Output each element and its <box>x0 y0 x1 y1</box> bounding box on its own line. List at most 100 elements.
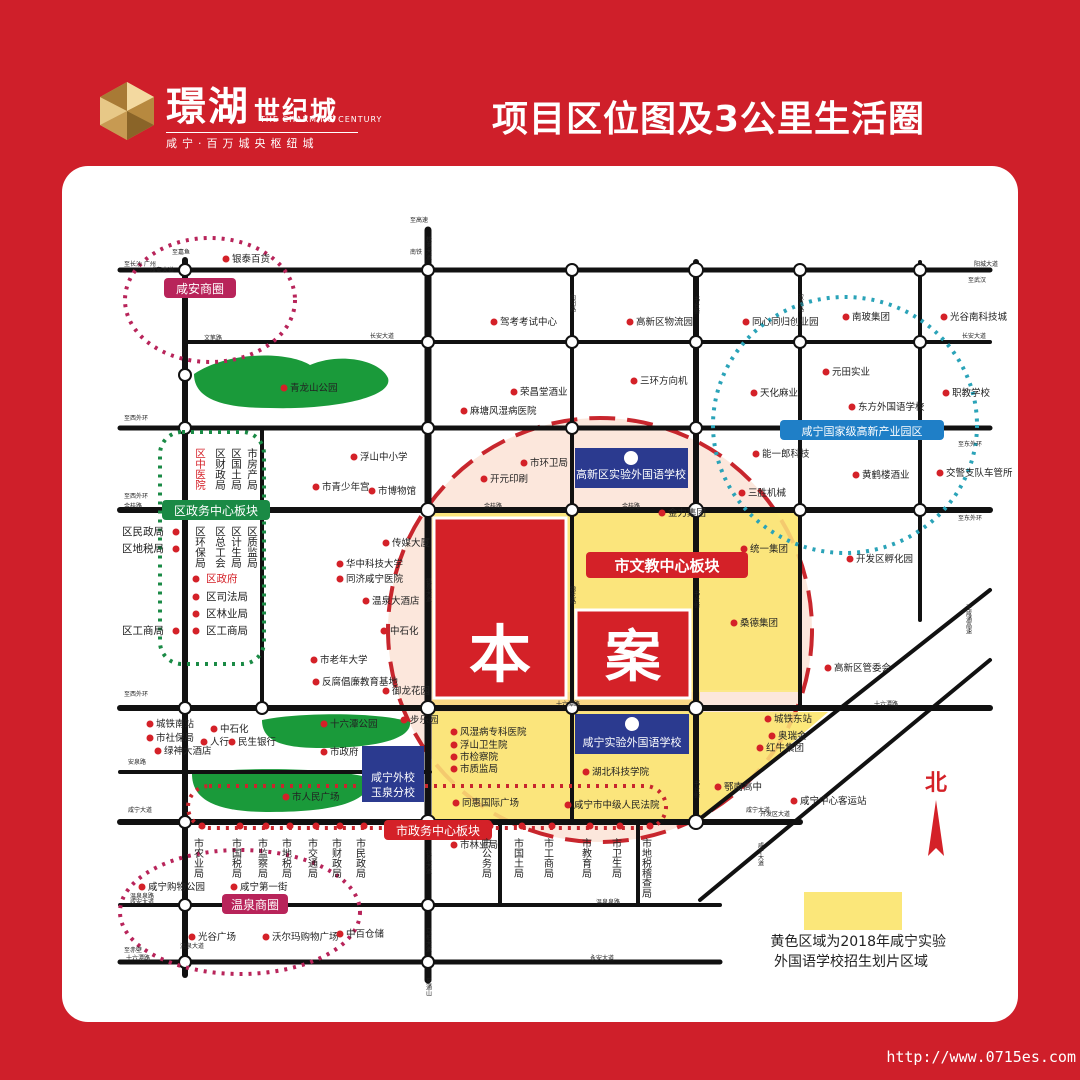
road-label: 至西外环 <box>124 414 148 422</box>
road-label: 咸宁大道 <box>757 841 764 867</box>
place-label: 元田实业 <box>832 366 870 378</box>
road-label: 咸安大道 <box>130 898 154 906</box>
xianan-shangquan-label: 咸安商圈 <box>176 281 224 296</box>
place-label: 中石化 <box>390 625 419 637</box>
project-block-1[interactable] <box>432 516 568 700</box>
office-marker <box>616 822 624 830</box>
district-office-label: 区民政局 <box>122 525 164 538</box>
office-marker <box>336 822 344 830</box>
office-marker <box>486 822 494 830</box>
road-label: 至东外环 <box>958 440 982 448</box>
place-label: 青龙山公园 <box>290 382 338 394</box>
place-marker <box>848 403 856 411</box>
city-office-label: 市卫生局 <box>610 837 622 879</box>
place-marker <box>450 753 458 761</box>
place-label: 市老年大学 <box>320 654 368 666</box>
road-label: 永安大道 <box>590 954 614 962</box>
road-label: 长安大道 <box>370 332 394 340</box>
place-marker <box>228 738 236 746</box>
road-label: 十六潭路 <box>874 700 898 708</box>
office-marker <box>192 610 200 618</box>
project-char-1: 本 <box>469 618 531 691</box>
city-office-label: 市农业局 <box>192 837 204 879</box>
places: 银泰百货驾考考试中心高新区物流园同心同归创业园南玻集团光谷南科技城荣昌堂酒业三环… <box>138 253 1013 943</box>
project-block-2[interactable] <box>574 608 692 700</box>
road-label: 金桂路 <box>124 502 142 510</box>
office-marker <box>360 822 368 830</box>
place-marker <box>790 797 798 805</box>
place-marker <box>510 388 518 396</box>
place-label: 传媒大厦 <box>392 537 431 549</box>
place-marker <box>824 664 832 672</box>
brand-english: THE CHARMING CENTURY <box>260 115 383 124</box>
waixiao-badge[interactable] <box>362 746 424 802</box>
place-label: 荣昌堂酒业 <box>520 386 568 398</box>
shiliutan-park <box>262 714 411 748</box>
place-label: 市林业局 <box>460 839 498 851</box>
page-title: 项目区位图及3公里生活圈 <box>492 99 926 140</box>
district-office-label: 区国土局 <box>230 448 242 491</box>
gaoxin-park-label: 咸宁国家级高新产业园区 <box>802 424 923 438</box>
place-marker <box>200 738 208 746</box>
place-marker <box>936 469 944 477</box>
gaoxin-park-circle <box>711 295 979 555</box>
place-label: 开元印刷 <box>490 473 528 485</box>
office-marker <box>518 822 526 830</box>
road-label: 金桂路 <box>484 502 502 510</box>
road-label: 温泉大道 <box>180 942 204 950</box>
place-label: 市社保局 <box>156 732 194 744</box>
place-marker <box>280 384 288 392</box>
place-marker <box>730 619 738 627</box>
place-marker <box>336 930 344 938</box>
office-marker <box>172 545 180 553</box>
place-label: 市检察院 <box>460 751 499 763</box>
road-label: 咸宁大道 <box>128 806 152 814</box>
place-label: 驾考考试中心 <box>500 316 558 328</box>
place-marker <box>846 555 854 563</box>
road-label: 马柏大道 <box>425 927 432 953</box>
road-label: 阳城大道 <box>974 260 998 268</box>
road-label: 十六潭路 <box>556 700 580 708</box>
place-marker <box>460 407 468 415</box>
place-label: 银泰百货 <box>232 253 270 265</box>
place-marker <box>382 687 390 695</box>
city-office-label: 市交通局 <box>306 837 318 879</box>
place-marker <box>480 475 488 483</box>
road-label: 至西外环 <box>124 492 148 500</box>
place-marker <box>940 313 948 321</box>
wenquan-shangquan-circle <box>118 848 362 976</box>
place-label: 人行 <box>210 736 230 748</box>
road-label: 金桂路 <box>622 502 640 510</box>
place-marker <box>380 627 388 635</box>
shi-wenjiao-label: 市文教中心板块 <box>614 557 720 575</box>
place-label: 湖北科技学院 <box>592 766 650 778</box>
place-label: 红牛集团 <box>766 742 804 754</box>
place-marker <box>262 933 270 941</box>
road-label: 温泉泉路 <box>130 892 154 900</box>
office-marker <box>646 822 654 830</box>
city-office-label: 市国土局 <box>512 837 524 879</box>
place-marker <box>520 459 528 467</box>
place-label: 市政府 <box>330 746 359 758</box>
place-marker <box>230 883 238 891</box>
district-office-label: 区政府 <box>206 572 238 585</box>
road-label: 至东外环 <box>958 514 982 522</box>
location-map[interactable]: 本 案 高新区实验外国语学校 咸宁实验外国语学校 咸宁外校 玉泉分校 咸安商圈 … <box>62 166 1018 1022</box>
place-label: 十六潭公园 <box>330 718 378 730</box>
place-label: 交警支队车管所 <box>946 467 1013 479</box>
map-card: 本 案 高新区实验外国语学校 咸宁实验外国语学校 咸宁外校 玉泉分校 咸安商圈 … <box>62 166 1018 1022</box>
place-marker <box>742 318 750 326</box>
city-office-label: 市财政局 <box>330 837 342 879</box>
district-office-label: 区环保局 <box>194 526 206 569</box>
place-label: 绿神大酒店 <box>164 745 212 757</box>
road-label: 温泉泉路 <box>596 898 620 906</box>
place-label: 鄂南高中 <box>724 781 762 793</box>
place-label: 中百仓储 <box>346 928 385 940</box>
road-label: 银泉大道 <box>425 849 432 875</box>
place-label: 统一集团 <box>750 543 788 555</box>
district-office-label: 区林业局 <box>206 607 248 620</box>
place-marker <box>282 793 290 801</box>
north-label: 北 <box>925 771 947 796</box>
place-label: 华中科技大学 <box>346 558 403 570</box>
xianan-shangquan-circle <box>123 236 297 364</box>
